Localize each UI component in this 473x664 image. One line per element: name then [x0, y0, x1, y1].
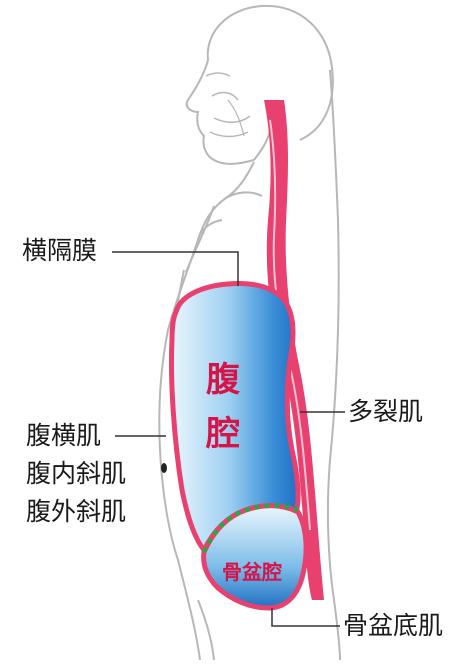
label-diaphragm: 横隔膜	[22, 236, 98, 265]
label-multifidus: 多裂肌	[348, 397, 424, 426]
label-transversus-abdominis: 腹横肌	[26, 421, 102, 450]
leader-pelvic-floor	[271, 608, 340, 627]
leader-diaphragm	[112, 251, 239, 286]
abdominal-cavity-text-1: 腹	[206, 360, 240, 400]
leader-lines	[112, 251, 345, 627]
leg-outline	[197, 599, 215, 661]
pelvic-cavity-text: 骨盆腔	[222, 560, 282, 584]
label-pelvic-floor: 骨盆底肌	[343, 611, 444, 640]
abdominal-cavity-text-2: 腔	[206, 414, 240, 454]
label-external-oblique: 腹外斜肌	[26, 497, 127, 526]
skull-outline	[185, 4, 334, 165]
pelvic-floor-boundary-line	[202, 503, 299, 553]
navel-dot	[161, 463, 167, 473]
label-internal-oblique: 腹内斜肌	[26, 459, 127, 488]
